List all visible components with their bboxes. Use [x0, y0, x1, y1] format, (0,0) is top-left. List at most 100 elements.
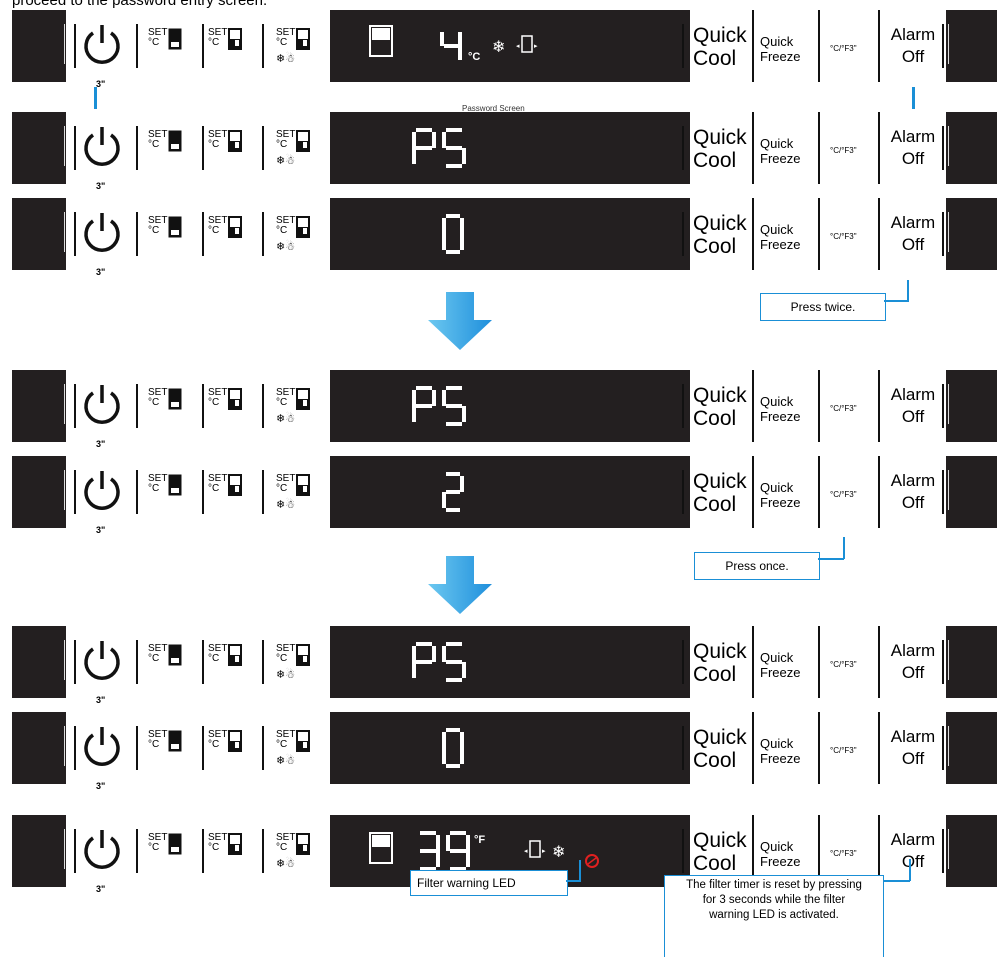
set-temp-button[interactable]: SET°C	[208, 833, 258, 883]
unit-toggle-button[interactable]: °C/°F3"	[830, 232, 857, 241]
panel-divider	[818, 112, 820, 184]
set-temp-button[interactable]: SET°C	[208, 130, 258, 180]
set-temp-button[interactable]: SET°C	[148, 216, 198, 266]
panel-divider	[202, 640, 204, 684]
unit-toggle-button[interactable]: °C/°F3"	[830, 490, 857, 499]
panel-divider	[878, 626, 880, 698]
quick-cool-line-1: Quick	[693, 212, 747, 235]
quick-freeze-button[interactable]: Quick Freeze	[760, 394, 800, 424]
set-label: SET°C	[148, 27, 168, 48]
power-button[interactable]: 3"	[80, 209, 132, 277]
set-temp-button[interactable]: SET°C	[148, 388, 198, 438]
set-label: SET°C	[208, 729, 228, 750]
display-readout	[412, 128, 466, 168]
quick-freeze-button[interactable]: Quick Freeze	[760, 839, 800, 869]
down-arrow-icon	[428, 556, 492, 614]
quick-cool-button[interactable]: Quick Cool	[693, 126, 747, 172]
alarm-off-button[interactable]: Alarm Off	[886, 126, 940, 170]
set-temp-button[interactable]: SET°C ❄☃	[276, 130, 326, 180]
power-icon	[84, 641, 120, 680]
quick-cool-button[interactable]: Quick Cool	[693, 829, 747, 875]
power-button[interactable]: 3"	[80, 467, 132, 535]
quick-freeze-button[interactable]: Quick Freeze	[760, 650, 800, 680]
unit-toggle-button[interactable]: °C/°F3"	[830, 849, 857, 858]
set-temp-button[interactable]: SET°C	[148, 28, 198, 78]
quick-cool-button[interactable]: Quick Cool	[693, 726, 747, 772]
panel-divider	[818, 456, 820, 528]
set-temp-button[interactable]: SET°C	[148, 730, 198, 780]
set-temp-button[interactable]: SET°C	[148, 833, 198, 883]
quick-cool-button[interactable]: Quick Cool	[693, 24, 747, 70]
alarm-off-button[interactable]: Alarm Off	[886, 829, 940, 873]
quick-freeze-button[interactable]: Quick Freeze	[760, 34, 800, 64]
unit-toggle-button[interactable]: °C/°F3"	[830, 746, 857, 755]
fridge-icon	[168, 730, 182, 757]
set-temp-button[interactable]: SET°C ❄☃	[276, 474, 326, 524]
ice-mode-icon: ❄☃	[276, 155, 296, 167]
unit-toggle-button[interactable]: °C/°F3"	[830, 44, 857, 53]
power-button[interactable]: 3"	[80, 381, 132, 449]
quick-freeze-button[interactable]: Quick Freeze	[760, 736, 800, 766]
right-black-bar	[946, 370, 997, 442]
display-screen	[330, 712, 690, 784]
set-temp-button[interactable]: SET°C	[208, 730, 258, 780]
unit-toggle-button[interactable]: °C/°F3"	[830, 146, 857, 155]
quick-freeze-line-1: Quick	[760, 736, 794, 751]
quick-freeze-button[interactable]: Quick Freeze	[760, 480, 800, 510]
unit-toggle-button[interactable]: °C/°F3"	[830, 404, 857, 413]
alarm-line-2: Off	[901, 852, 925, 871]
set-temp-button[interactable]: SET°C ❄☃	[276, 833, 326, 883]
panel-divider	[878, 198, 880, 270]
set-temp-button[interactable]: SET°C ❄☃	[276, 730, 326, 780]
panel-divider	[202, 126, 204, 170]
alarm-off-button[interactable]: Alarm Off	[886, 384, 940, 428]
panel-divider	[202, 384, 204, 428]
quick-freeze-line-2: Freeze	[760, 665, 801, 680]
alarm-off-button[interactable]: Alarm Off	[886, 726, 940, 770]
password-screen-label: Password Screen	[462, 104, 525, 113]
alarm-off-button[interactable]: Alarm Off	[886, 640, 940, 684]
set-temp-button[interactable]: SET°C ❄☃	[276, 388, 326, 438]
quick-freeze-button[interactable]: Quick Freeze	[760, 136, 800, 166]
left-black-bar	[12, 712, 66, 784]
display-readout	[412, 386, 466, 426]
alarm-off-button[interactable]: Alarm Off	[886, 470, 940, 514]
set-temp-button[interactable]: SET°C	[208, 644, 258, 694]
quick-cool-button[interactable]: Quick Cool	[693, 640, 747, 686]
power-button[interactable]: 3"	[80, 826, 132, 894]
set-temp-button[interactable]: SET°C	[148, 644, 198, 694]
set-temp-button[interactable]: SET°C ❄☃	[276, 28, 326, 78]
alarm-off-button[interactable]: Alarm Off	[886, 212, 940, 256]
set-temp-button[interactable]: SET°C	[208, 216, 258, 266]
power-button[interactable]: 3"	[80, 637, 132, 705]
set-temp-button[interactable]: SET°C	[208, 388, 258, 438]
set-temp-button[interactable]: SET°C ❄☃	[276, 644, 326, 694]
quick-cool-button[interactable]: Quick Cool	[693, 470, 747, 516]
unit-toggle-button[interactable]: °C/°F3"	[830, 660, 857, 669]
panel-divider	[202, 24, 204, 68]
filter-led-leader-v	[579, 860, 581, 882]
panel-divider	[136, 640, 138, 684]
power-button[interactable]: 3"	[80, 21, 132, 89]
set-temp-button[interactable]: SET°C	[208, 474, 258, 524]
reset-note-leader	[884, 880, 910, 882]
set-temp-button[interactable]: SET°C	[148, 474, 198, 524]
power-button[interactable]: 3"	[80, 723, 132, 791]
quick-freeze-button[interactable]: Quick Freeze	[760, 222, 800, 252]
panel-divider	[878, 456, 880, 528]
quick-cool-button[interactable]: Quick Cool	[693, 384, 747, 430]
panel-divider	[948, 384, 949, 424]
set-temp-button[interactable]: SET°C ❄☃	[276, 216, 326, 266]
alarm-off-button[interactable]: Alarm Off	[886, 24, 940, 68]
quick-cool-button[interactable]: Quick Cool	[693, 212, 747, 258]
power-button[interactable]: 3"	[80, 123, 132, 191]
panel-divider	[948, 212, 949, 252]
panel-divider	[682, 212, 684, 256]
svg-text:◂: ◂	[516, 43, 520, 50]
power-icon	[84, 727, 120, 766]
set-temp-button[interactable]: SET°C	[148, 130, 198, 180]
panel-divider	[136, 470, 138, 514]
fridge-icon	[296, 474, 310, 501]
set-temp-button[interactable]: SET°C	[208, 28, 258, 78]
power-hold-label: 3"	[96, 181, 106, 191]
